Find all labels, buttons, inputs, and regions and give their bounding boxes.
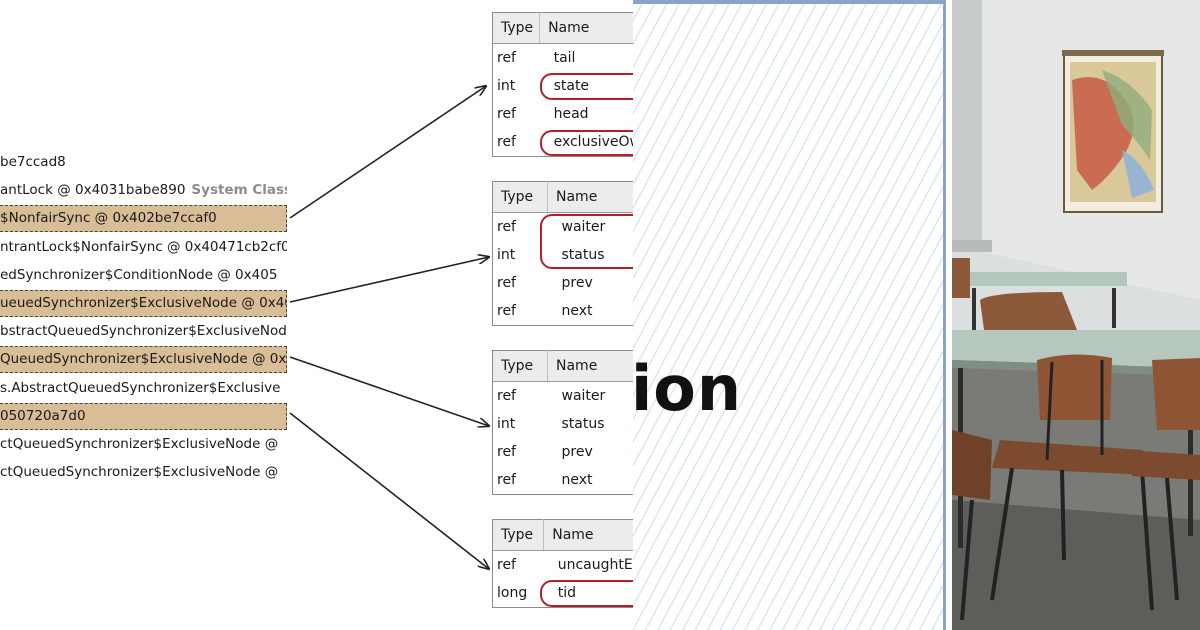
field-name: next	[561, 303, 593, 319]
field-row[interactable]: ref exclusiveOw	[493, 128, 633, 157]
heap-dump-panel: be7ccad8 antLock @ 0x4031babe890 System Cl…	[0, 0, 633, 630]
reference-arrow	[289, 356, 489, 426]
field-type: ref	[497, 444, 516, 460]
field-name: tail	[553, 50, 576, 66]
system-class-badge: System Class	[191, 182, 287, 199]
wall-map-image	[1062, 50, 1164, 213]
field-type: ref	[497, 219, 516, 235]
field-type: int	[497, 416, 516, 432]
field-name: next	[561, 472, 593, 488]
highlight-oval	[540, 129, 633, 157]
heap-object-label: edSynchronizer$ConditionNode @ 0x405	[0, 266, 278, 283]
field-name: status	[561, 416, 605, 432]
reference-arrow	[289, 86, 486, 219]
heap-object-label: 050720a7d0	[0, 407, 86, 424]
heap-object-row[interactable]: 050720a7d0	[0, 402, 287, 430]
field-type: int	[497, 247, 516, 263]
field-type: ref	[497, 275, 516, 291]
heap-object-label: s.AbstractQueuedSynchronizer$Exclusive	[0, 379, 281, 396]
column-header-type[interactable]: Type	[492, 181, 548, 213]
highlight-oval	[540, 73, 633, 100]
heap-object-row[interactable]: ntrantLock$NonfairSync @ 0x40471cb2cf0	[0, 234, 287, 261]
column-header-name[interactable]: Name	[539, 12, 633, 44]
column-header-type[interactable]: Type	[492, 519, 545, 551]
heap-object-label: ntrantLock$NonfairSync @ 0x40471cb2cf0	[0, 238, 287, 255]
heap-object-label: bstractQueuedSynchronizer$ExclusiveNode	[0, 323, 287, 340]
column-header-type[interactable]: Type	[492, 12, 541, 44]
field-name: waiter	[561, 388, 606, 404]
field-type: ref	[497, 388, 516, 404]
field-row[interactable]: int status	[493, 241, 634, 269]
heap-object-row[interactable]: ctQueuedSynchronizer$ExclusiveNode @	[0, 431, 287, 458]
field-name: prev	[561, 444, 593, 460]
field-row[interactable]: ref tail	[493, 44, 634, 73]
field-type: ref	[497, 557, 516, 573]
heap-object-row[interactable]: s.AbstractQueuedSynchronizer$Exclusive	[0, 375, 287, 402]
field-row[interactable]: ref uncaughtEx	[493, 551, 633, 580]
field-name: head	[553, 106, 589, 122]
field-name: status	[561, 247, 605, 263]
field-name: prev	[561, 275, 593, 291]
heap-object-row[interactable]: edSynchronizer$ConditionNode @ 0x405	[0, 262, 287, 289]
column-header-name[interactable]: Name	[547, 350, 633, 382]
back-desks	[952, 240, 1127, 338]
heap-object-row[interactable]: be7ccad8	[0, 149, 287, 176]
field-row[interactable]: ref head	[493, 100, 634, 128]
heap-object-label: ctQueuedSynchronizer$ExclusiveNode @	[0, 436, 279, 452]
field-name: tid	[557, 585, 576, 601]
highlight-oval	[540, 580, 633, 607]
field-type: ref	[497, 472, 516, 488]
heap-object-label: ueuedSynchronizer$ExclusiveNode @ 0x40	[0, 295, 287, 311]
heap-object-row[interactable]: ueuedSynchronizer$ExclusiveNode @ 0x40	[0, 290, 287, 317]
field-type: long	[497, 585, 528, 601]
heap-object-label: QueuedSynchronizer$ExclusiveNode @ 0x	[0, 351, 287, 368]
field-name: state	[553, 78, 590, 94]
field-type: ref	[497, 303, 516, 319]
heap-object-label: be7ccad8	[0, 154, 66, 170]
classroom-photo	[952, 0, 1200, 630]
field-row[interactable]: ref prev	[493, 269, 634, 297]
field-row[interactable]: int status	[493, 410, 634, 438]
field-row[interactable]: long tid	[493, 579, 634, 608]
heap-object-row[interactable]: antLock @ 0x4031babe890 System Class	[0, 177, 287, 204]
column-header-type[interactable]: Type	[492, 350, 548, 382]
heap-object-label: ctQueuedSynchronizer$ExclusiveNode @	[0, 464, 279, 481]
field-type: ref	[497, 106, 516, 122]
heap-object-row[interactable]: $NonfairSync @ 0x402be7ccaf0	[0, 205, 287, 233]
field-name: uncaughtEx	[557, 557, 633, 573]
slide-title-fragment: ion	[633, 352, 742, 425]
wooden-chairs	[952, 354, 1200, 621]
field-row[interactable]: int state	[493, 72, 634, 100]
field-row[interactable]: ref waiter	[493, 382, 634, 411]
field-type: ref	[497, 50, 516, 66]
heap-object-row[interactable]: ctQueuedSynchronizer$ExclusiveNode @	[0, 459, 287, 486]
field-row[interactable]: ref prev	[493, 438, 634, 466]
field-type: ref	[497, 134, 516, 150]
hatched-slide-panel: ion	[633, 0, 946, 630]
field-name: exclusiveOw	[553, 134, 633, 150]
field-type: int	[497, 78, 516, 94]
heap-object-row[interactable]: bstractQueuedSynchronizer$ExclusiveNode	[0, 318, 287, 345]
reference-arrow	[289, 412, 489, 569]
heap-object-label: antLock @ 0x4031babe890	[0, 182, 186, 199]
heap-object-row[interactable]: QueuedSynchronizer$ExclusiveNode @ 0x	[0, 346, 287, 374]
field-row[interactable]: ref waiter	[493, 213, 634, 242]
highlight-oval	[540, 214, 633, 269]
field-row[interactable]: ref next	[493, 466, 634, 495]
column-header-name[interactable]: Name	[543, 519, 633, 551]
field-name: waiter	[561, 219, 606, 235]
field-row[interactable]: ref next	[493, 297, 634, 326]
heap-object-label: $NonfairSync @ 0x402be7ccaf0	[0, 210, 217, 227]
reference-arrow	[289, 257, 489, 303]
reference-arrows	[289, 0, 633, 630]
column-header-name[interactable]: Name	[547, 181, 633, 213]
